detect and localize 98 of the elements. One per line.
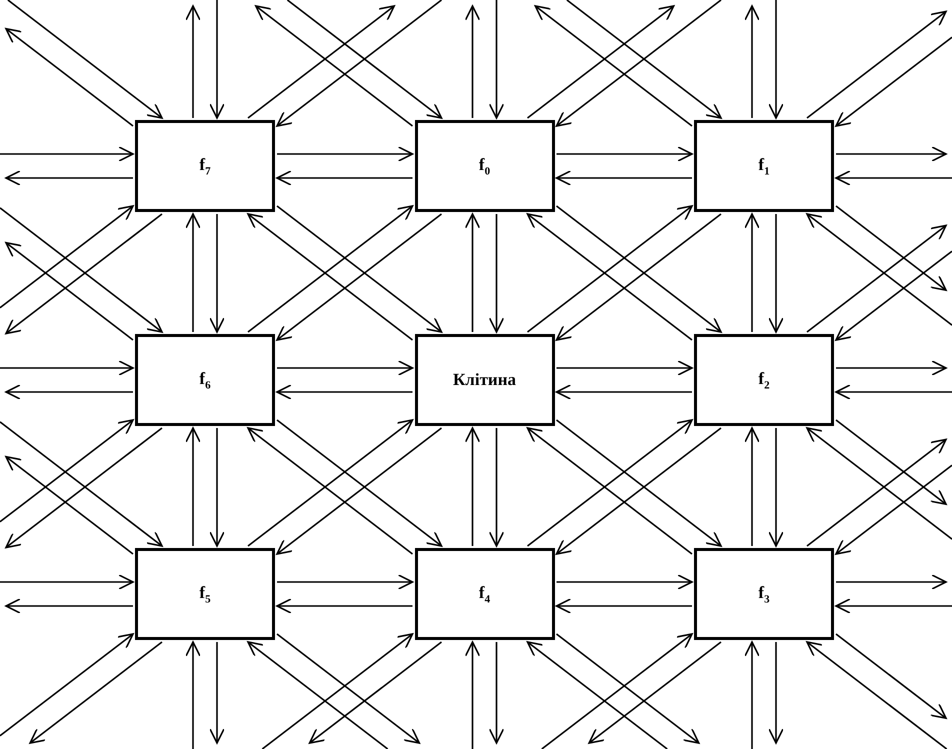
node-label: Клітина [452,370,516,390]
arrow [836,360,947,376]
node-label: f$_{7}$ [199,154,211,178]
node-label: f$_{0}$ [478,154,490,178]
arrow [247,641,388,749]
arrow [556,170,692,186]
arrow [836,419,947,505]
arrow [488,428,504,547]
box [135,548,275,640]
arrow [768,642,784,744]
arrow [488,214,504,333]
arrow [29,641,162,744]
box [694,548,834,640]
box [135,334,275,426]
arrow [185,427,201,546]
arrow [835,598,952,614]
arrow [464,213,480,332]
node-label: f$_{3}$ [758,582,770,606]
arrow [5,384,133,400]
arrow [835,170,952,186]
arrow [541,633,693,749]
arrow [806,10,947,119]
box [694,120,834,212]
arrow [556,360,693,376]
arrow [556,146,693,162]
arrow [806,427,952,540]
arrow [5,170,133,186]
arrow [534,5,692,127]
arrow [835,36,952,127]
arrow [5,456,134,555]
arrow [768,0,784,119]
arrow [277,146,414,162]
arrow [556,598,692,614]
arrow [276,633,420,744]
arrow [277,360,414,376]
node-label: f$_{4}$ [478,582,490,606]
arrow [5,598,133,614]
arrow [0,633,134,736]
arrow [5,28,134,127]
arrow [0,360,134,376]
arrow [526,641,668,749]
arrow [744,427,760,546]
arrow [488,642,504,744]
arrow [556,384,692,400]
arrow [835,250,952,341]
arrow [835,384,952,400]
arrow [209,428,225,547]
arrow [768,214,784,333]
node-label: f$_{2}$ [758,368,770,392]
arrow [464,641,480,749]
arrow [209,642,225,744]
arrow [185,213,201,332]
arrow [276,170,412,186]
arrow [209,0,225,119]
arrow [744,641,760,749]
box [414,120,554,212]
arrow [0,146,134,162]
arrow [768,428,784,547]
box [694,334,834,426]
arrow [308,641,442,744]
arrow [744,5,760,118]
arrow [5,242,134,341]
box [414,548,554,640]
arrow [464,5,480,118]
arrow [836,633,947,719]
arrow [0,574,134,590]
arrow [0,205,134,308]
box [414,334,554,426]
arrow [185,641,201,749]
node-label: f$_{1}$ [758,154,770,178]
arrow [836,146,947,162]
arrow [806,224,947,333]
arrow [276,384,412,400]
node-label: f$_{5}$ [199,582,211,606]
arrow [209,214,225,333]
arrow [744,213,760,332]
arrow [836,205,947,291]
node-label: f$_{6}$ [199,368,211,392]
arrow [488,0,504,119]
arrow [255,5,413,127]
arrow [527,5,674,119]
arrow [464,427,480,546]
arrow [0,419,134,522]
arrow [835,464,952,555]
arrow [276,598,412,614]
arrow [185,5,201,118]
arrow [556,574,693,590]
arrow [806,641,948,749]
arrow [806,438,947,547]
arrow [248,5,395,119]
arrow [556,633,700,744]
arrow [806,213,952,326]
arrow [836,574,947,590]
arrow [588,641,722,744]
arrow [262,633,414,749]
arrow [277,574,414,590]
box [135,120,275,212]
arrow [7,0,163,119]
